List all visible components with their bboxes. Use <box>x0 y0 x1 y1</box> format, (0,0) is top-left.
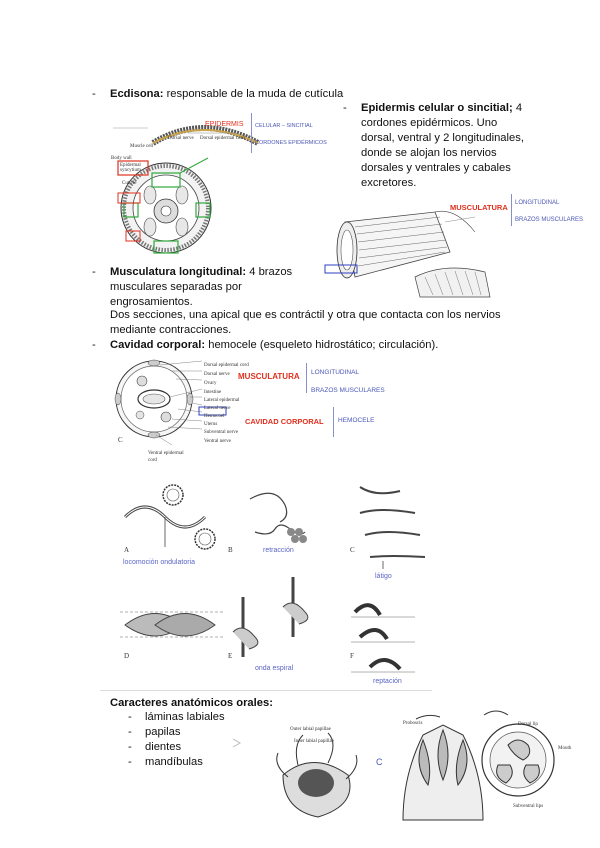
fig1-blue-label: CELULAR – SINCITIAL <box>255 119 313 134</box>
fig4-letter: C <box>350 543 355 558</box>
figure-cross-section-epidermis: EPIDERMIS CELULAR – SINCITIAL CORDONES E… <box>108 103 343 261</box>
figure-cross-section-hemocele: Dorsal epidermal cord Dorsal nerve Ovary… <box>112 357 412 469</box>
bullet-dash: - <box>128 740 132 755</box>
musculatura-label: Musculatura longitudinal: <box>110 266 246 278</box>
fig5-label: Outer labial papillae <box>290 727 334 732</box>
fig4-caption: onda espiral <box>255 661 293 676</box>
secciones-line: Dos secciones, una apical que es contrác… <box>110 308 570 323</box>
orales-item: mandíbulas <box>145 755 203 770</box>
epidermis-line: cordones epidérmicos. Uno <box>361 116 571 131</box>
fig2-blue-label: LONGITUDINAL <box>515 196 559 211</box>
fig4-caption: locomoción ondulatoria <box>123 555 195 570</box>
cavidad-line: Cavidad corporal: hemocele (esqueleto hi… <box>110 338 438 353</box>
epidermis-line: donde se alojan los nervios <box>361 146 571 161</box>
epidermis-label: Epidermis celular o sincitial; <box>361 102 513 114</box>
fig1-label: Epidermal syncytium <box>120 163 148 173</box>
ecdisona-line: Ecdisona: responsable de la muda de cutí… <box>110 87 343 102</box>
ecdisona-label: Ecdisona: <box>110 88 163 100</box>
fig3-letter: C <box>118 433 123 448</box>
fig5-letter: C <box>376 755 383 770</box>
fig4-letter: B <box>228 543 233 558</box>
fig1-label: Dorsal epidermal cord <box>200 131 245 146</box>
bullet-dash: - <box>92 87 96 102</box>
bullet-dash: - <box>92 338 96 353</box>
fig1-divider <box>251 113 252 153</box>
fig1-label: Dorsal nerve <box>168 131 194 146</box>
figure-oral-anatomy: Outer labial papillae Inner labial papil… <box>228 705 578 825</box>
bullet-dash: - <box>128 755 132 770</box>
fig2-divider <box>511 194 512 226</box>
ecdisona-text: responsable de la muda de cutícula <box>163 88 343 100</box>
fig2-blue-label: BRAZOS MUSCULARES <box>515 213 583 228</box>
musculatura-line: musculares separadas por <box>110 280 320 295</box>
bullet-dash: - <box>128 710 132 725</box>
fig3-label: cord <box>148 453 157 468</box>
secciones-line: mediante contracciones. <box>110 323 570 338</box>
fig3-blue-label: LONGITUDINAL <box>311 365 359 380</box>
fig1-label: Muscle cell <box>130 139 153 154</box>
cavidad-text: hemocele (esqueleto hidrostático; circul… <box>205 339 438 351</box>
fig3-divider <box>333 407 334 437</box>
fig5-label: Mouth <box>558 741 571 756</box>
bullet-dash: - <box>128 725 132 740</box>
orales-item: papilas <box>145 725 180 740</box>
secciones-paragraph: Dos secciones, una apical que es contrác… <box>110 308 570 338</box>
epidermis-line: excretores. <box>361 176 571 191</box>
figure-musculature-longitudinal: MUSCULATURA LONGITUDINAL BRAZOS MUSCULAR… <box>315 192 590 300</box>
bullet-dash: - <box>343 101 347 116</box>
orales-item: láminas labiales <box>145 710 225 725</box>
fig5-label: Dorsal lip <box>518 717 538 732</box>
fig4-caption: látigo <box>375 569 392 584</box>
bullet-dash: - <box>92 265 96 280</box>
fig5-label: Proboscis <box>403 716 422 731</box>
fig4-letter: D <box>124 649 129 664</box>
fig1-red-label: EPIDERMIS <box>205 117 244 132</box>
fig3-red-label: CAVIDAD CORPORAL <box>245 414 324 429</box>
fig2-red-label: MUSCULATURA <box>450 200 508 215</box>
fig3-label: Ventral nerve <box>204 434 231 449</box>
fig4-letter: F <box>350 649 354 664</box>
fig1-label: Cuticle <box>122 176 136 191</box>
epidermis-text: 4 <box>513 102 522 114</box>
cavidad-label: Cavidad corporal: <box>110 339 205 351</box>
figure-divider <box>100 690 432 691</box>
epidermis-block: Epidermis celular o sincitial; 4 cordone… <box>361 101 571 191</box>
fig5-label: Inner labial papillae <box>294 739 334 744</box>
musculatura-block: Musculatura longitudinal: 4 brazos muscu… <box>110 265 320 310</box>
epidermis-line: dorsales y ventrales y cabales <box>361 161 571 176</box>
fig3-blue-label: HEMOCELE <box>338 413 374 428</box>
fig5-label: Subventral lips <box>513 799 543 814</box>
fig3-divider <box>306 363 307 393</box>
fig4-caption: retracción <box>263 543 294 558</box>
fig4-letter: E <box>228 649 232 664</box>
musculatura-text: 4 brazos <box>246 266 292 278</box>
fig3-red-label: MUSCULATURA <box>238 369 300 384</box>
orales-item: dientes <box>145 740 181 755</box>
figure-locomotion: A B C D E F locomoción ondulatoria retra… <box>115 477 435 689</box>
fig3-blue-label: BRAZOS MUSCULARES <box>311 383 385 398</box>
fig4-caption: reptación <box>373 674 402 689</box>
fig1-blue-label: CORDONES EPIDÉRMICOS <box>255 136 327 151</box>
epidermis-line: dorsal, ventral y 2 longitudinales, <box>361 131 571 146</box>
